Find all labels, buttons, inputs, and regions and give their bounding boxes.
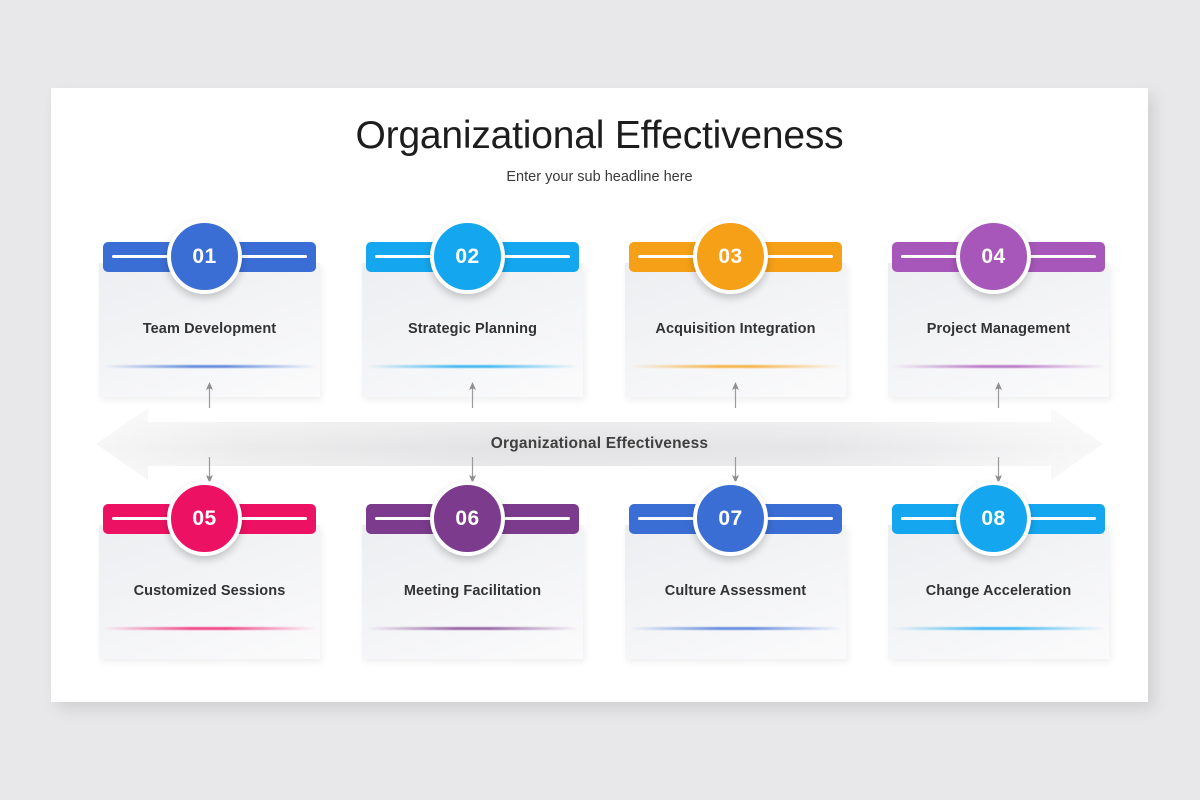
card-accent-glow: [366, 365, 579, 368]
card-label: Meeting Facilitation: [403, 583, 542, 599]
connector-arrow-down-icon: [730, 457, 741, 483]
step-number: 02: [455, 244, 480, 268]
step-number: 06: [455, 506, 480, 530]
card-accent-glow: [103, 627, 316, 630]
card-label: Team Development: [142, 321, 277, 337]
slide-canvas: Organizational Effectiveness Enter your …: [51, 88, 1148, 702]
step-number-circle[interactable]: 06: [430, 481, 505, 556]
top-card-row: Team Development 01 Strategic Planning 0…: [51, 219, 1148, 399]
page-subtitle: Enter your sub headline here: [506, 169, 693, 185]
step-card-07[interactable]: Culture Assessment 07: [625, 481, 846, 659]
step-card-02[interactable]: Strategic Planning 02: [362, 219, 583, 397]
step-card-05[interactable]: Customized Sessions 05: [99, 481, 320, 659]
step-number: 07: [718, 506, 743, 530]
step-number-circle[interactable]: 05: [167, 481, 242, 556]
card-label: Strategic Planning: [407, 321, 538, 337]
card-accent-glow: [629, 627, 842, 630]
card-label: Project Management: [926, 321, 1071, 337]
connector-arrow-up-icon: [993, 382, 1004, 408]
connector-arrow-up-icon: [730, 382, 741, 408]
connector-arrow-down-icon: [467, 457, 478, 483]
card-accent-glow: [892, 365, 1105, 368]
card-label: Culture Assessment: [664, 583, 807, 599]
step-number-circle[interactable]: 02: [430, 219, 505, 294]
card-accent-glow: [892, 627, 1105, 630]
central-arrow-band: Organizational Effectiveness: [96, 408, 1103, 480]
step-number-circle[interactable]: 04: [956, 219, 1031, 294]
step-card-08[interactable]: Change Acceleration 08: [888, 481, 1109, 659]
card-label: Change Acceleration: [925, 583, 1072, 599]
connector-arrow-down-icon: [993, 457, 1004, 483]
step-number: 01: [192, 244, 217, 268]
page-title: Organizational Effectiveness: [355, 114, 844, 157]
step-number-circle[interactable]: 08: [956, 481, 1031, 556]
step-number: 08: [981, 506, 1006, 530]
band-label: Organizational Effectiveness: [490, 435, 709, 452]
step-number-circle[interactable]: 03: [693, 219, 768, 294]
step-number-circle[interactable]: 07: [693, 481, 768, 556]
bottom-card-row: Customized Sessions 05 Meeting Facilitat…: [51, 481, 1148, 661]
card-label: Customized Sessions: [133, 583, 286, 599]
step-card-04[interactable]: Project Management 04: [888, 219, 1109, 397]
card-accent-glow: [366, 627, 579, 630]
connector-arrow-down-icon: [204, 457, 215, 483]
connector-arrow-up-icon: [204, 382, 215, 408]
step-card-06[interactable]: Meeting Facilitation 06: [362, 481, 583, 659]
step-number: 03: [718, 244, 743, 268]
step-number: 04: [981, 244, 1006, 268]
step-number-circle[interactable]: 01: [167, 219, 242, 294]
connector-arrow-up-icon: [467, 382, 478, 408]
slide-header: Organizational Effectiveness Enter your …: [51, 112, 1148, 185]
card-accent-glow: [103, 365, 316, 368]
step-number: 05: [192, 506, 217, 530]
step-card-03[interactable]: Acquisition Integration 03: [625, 219, 846, 397]
card-label: Acquisition Integration: [655, 321, 816, 337]
card-accent-glow: [629, 365, 842, 368]
step-card-01[interactable]: Team Development 01: [99, 219, 320, 397]
